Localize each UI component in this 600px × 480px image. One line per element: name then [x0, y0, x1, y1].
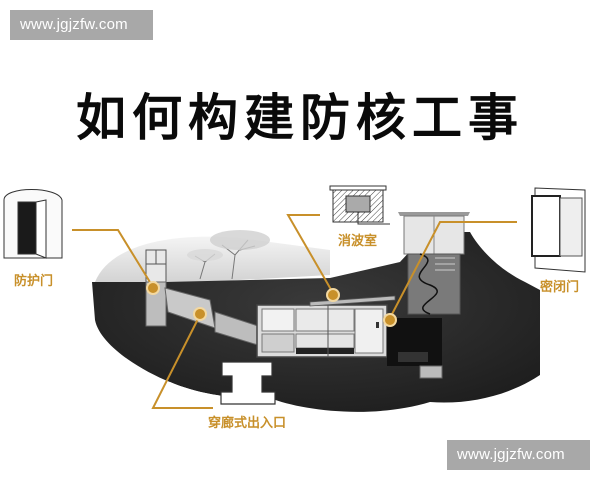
- callout-sealed-door: [383, 187, 586, 327]
- label-corridor-entrance: 穿廊式出入口: [208, 416, 287, 431]
- label-wave-chamber: 消波室: [338, 234, 378, 249]
- callout-protective-door: [3, 189, 160, 295]
- watermark-bottom: www.jgjzfw.com: [447, 440, 590, 470]
- sealed-door-frame-icon: [531, 187, 586, 273]
- bunker-chambers: [256, 295, 442, 366]
- corridor-entrance-plan-icon: [220, 361, 276, 405]
- label-sealed-door: 密闭门: [540, 280, 580, 295]
- callout-wave-chamber: [286, 185, 390, 302]
- label-protective-door: 防护门: [14, 274, 54, 289]
- hatched-chamber-section-icon: [329, 185, 390, 225]
- watermark-top: www.jgjzfw.com: [10, 10, 153, 40]
- tree-icon: [187, 230, 270, 280]
- callout-corridor-entrance: [151, 307, 276, 409]
- open-door-arch-icon: [3, 189, 63, 259]
- page-title: 如何构建防核工事: [76, 89, 524, 147]
- exit-tower: [398, 212, 470, 379]
